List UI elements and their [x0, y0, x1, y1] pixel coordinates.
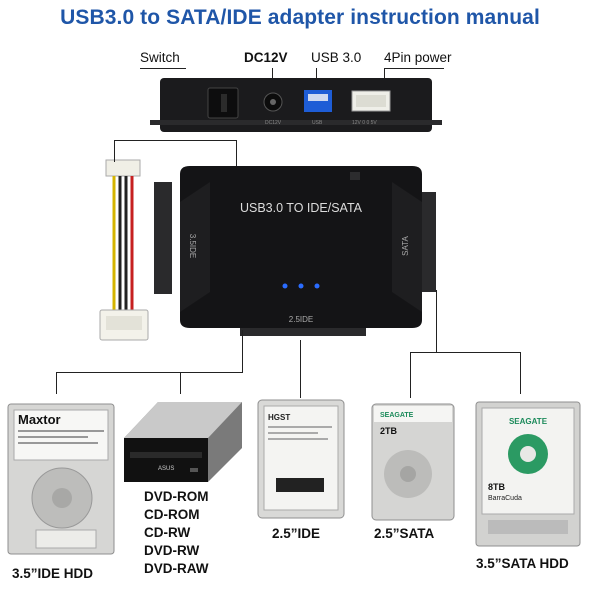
- sata25-drive: SEAGATE 2TB: [371, 403, 455, 521]
- dvd-option: CD-ROM: [144, 507, 200, 522]
- sata35-drop: [520, 352, 521, 394]
- sata35-logo-center: [520, 446, 536, 462]
- sata35-caption: 3.5”SATA HDD: [476, 556, 569, 571]
- adapter-side-ide25: 2.5IDE: [289, 315, 313, 324]
- sata-bracket: [410, 352, 520, 353]
- ide35-brand: Maxtor: [18, 412, 61, 427]
- sata35-model: BarraCuda: [488, 495, 522, 502]
- adapter-bevel-right: [392, 182, 422, 312]
- usb-port-text: USB: [312, 120, 323, 126]
- ide25-barcode: [276, 478, 324, 492]
- sata-connector: [420, 192, 436, 292]
- sata25-capacity: 2TB: [380, 426, 398, 436]
- adapter-side-ide35: 3.5IDE: [188, 234, 197, 258]
- cable-leader-top: [114, 140, 236, 141]
- ide35-bracket: [56, 372, 242, 373]
- adapter-rear-panel: DC12V USB 12V 0 0 5V: [150, 78, 442, 132]
- dvd-option: DVD-RW: [144, 543, 200, 558]
- dc12v-leader: [272, 68, 273, 82]
- power-4pin-label: 4Pin power: [384, 50, 452, 65]
- sata25-drop: [410, 352, 411, 398]
- ide25-label-line-2: [268, 432, 318, 434]
- adapter-bevel-left: [180, 182, 210, 312]
- adapter-side-sata: SATA: [401, 235, 410, 255]
- ide25-leader: [300, 340, 301, 398]
- usb-leader: [316, 68, 317, 82]
- usb-label: USB 3.0: [311, 50, 362, 65]
- power-leader: [384, 68, 444, 69]
- power-leader-drop: [384, 68, 385, 82]
- ide25-label-line-3: [268, 438, 328, 440]
- sata35-capacity: 8TB: [488, 482, 506, 492]
- ide35-label-line-1: [18, 430, 104, 432]
- dvd-brand: ASUS: [158, 466, 174, 472]
- molex-cable: [99, 159, 149, 341]
- dvd-tray-slot: [130, 452, 202, 458]
- cable-leader-left: [114, 140, 115, 162]
- adapter-switch-nub: [350, 172, 360, 180]
- dvd-drive-lid: [124, 402, 242, 438]
- led-3: [314, 283, 320, 289]
- ide35-label-line-3: [18, 442, 98, 444]
- adapter-shell: [180, 166, 422, 328]
- ide35-sticker: [35, 529, 97, 549]
- ide35-label-line-2: [18, 436, 88, 438]
- sata35-drive: SEAGATE 8TB BarraCuda: [475, 401, 581, 547]
- dvd-options: DVD-ROM CD-ROM CD-RW DVD-RW DVD-RAW: [144, 488, 209, 578]
- led-2: [298, 283, 304, 289]
- switch-leader: [140, 68, 186, 69]
- sata25-spindle: [400, 466, 416, 482]
- ide25-brand: HGST: [268, 413, 290, 422]
- cable-leader-right: [236, 140, 237, 168]
- dvd-drive-front: [124, 438, 208, 482]
- dc-jack-text: DC12V: [265, 120, 282, 126]
- power-4pin-inner: [356, 95, 386, 107]
- power-switch-rocker: [221, 94, 227, 112]
- page-title: USB3.0 to SATA/IDE adapter instruction m…: [60, 6, 540, 29]
- dvd-option: CD-RW: [144, 525, 191, 540]
- rear-panel-base: [150, 120, 442, 125]
- sata-leader-up: [436, 290, 437, 352]
- sata35-base: [488, 520, 568, 534]
- ide25-caption: 2.5”IDE: [272, 526, 321, 541]
- ide35-connector: [154, 182, 172, 294]
- ide35-drive: Maxtor: [7, 403, 115, 555]
- dvd-option: DVD-ROM: [144, 489, 209, 504]
- adapter-body: USB3.0 TO IDE/SATA 3.5IDE SATA 2.5IDE: [154, 166, 436, 336]
- switch-label: Switch: [140, 50, 180, 65]
- ide25-label-line-1: [268, 426, 332, 428]
- dvd-eject-button: [190, 468, 198, 472]
- adapter-label: USB3.0 TO IDE/SATA: [240, 201, 363, 215]
- sata25-brand: SEAGATE: [380, 412, 414, 419]
- sata35-brand: SEAGATE: [509, 417, 548, 426]
- ide25-drive-label: [263, 405, 339, 511]
- ide35-bracket-up: [242, 330, 243, 373]
- power-4pin-text: 12V 0 0 5V: [352, 120, 377, 126]
- dvd-drive: ASUS: [124, 402, 242, 482]
- led-1: [282, 283, 288, 289]
- dvd-bracket-drop: [180, 372, 181, 394]
- dc-jack-pin: [270, 99, 276, 105]
- ide35-drive-label: [13, 409, 109, 461]
- sata25-label-strip: [374, 406, 452, 422]
- molex-large-connector-inner: [106, 316, 142, 330]
- ide35-caption: 3.5”IDE HDD: [12, 566, 94, 581]
- ide35-spindle: [52, 488, 72, 508]
- molex-small-connector: [105, 159, 141, 177]
- ide35-bracket-left: [56, 372, 57, 394]
- dvd-option: DVD-RAW: [144, 561, 209, 576]
- usb-port-tongue: [308, 94, 328, 101]
- ide25-drive: HGST: [257, 399, 345, 519]
- dc12v-label: DC12V: [244, 50, 288, 65]
- sata25-caption: 2.5”SATA: [374, 526, 435, 541]
